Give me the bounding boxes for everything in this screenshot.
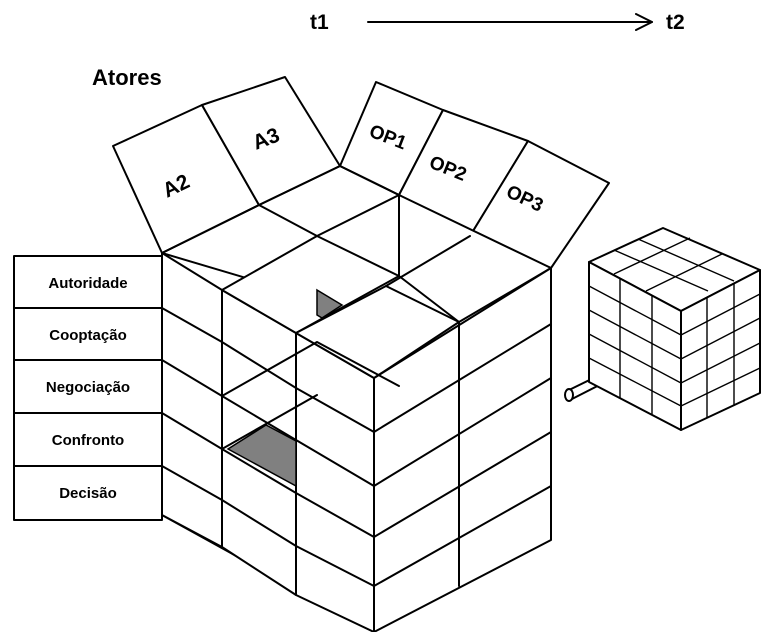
small-cube [588,227,761,431]
time-arrow: t1 t2 [310,11,685,34]
actor-flaps: A2 A3 [112,76,341,254]
dimension-label-negociacao: Negociação [46,379,130,396]
dimension-label-confronto: Confronto [52,432,124,449]
dimension-labels: Autoridade Cooptação Negociação Confront… [13,255,163,521]
dimension-label-cooptacao: Cooptação [49,327,127,344]
time-start-label: t1 [310,11,329,34]
time-end-label: t2 [666,11,685,34]
arrowhead-icon [635,13,653,31]
shaded-cell-upper [316,288,344,319]
operation-flaps: OP1 OP2 OP3 [339,81,610,269]
dimension-label-decisao: Decisão [59,485,117,502]
actors-title: Atores [92,65,162,90]
shaded-cell-lower [226,424,297,488]
right-face-grid [373,321,552,587]
main-block [161,165,552,632]
left-face-rows [161,307,375,587]
dimension-label-autoridade: Autoridade [48,275,127,292]
